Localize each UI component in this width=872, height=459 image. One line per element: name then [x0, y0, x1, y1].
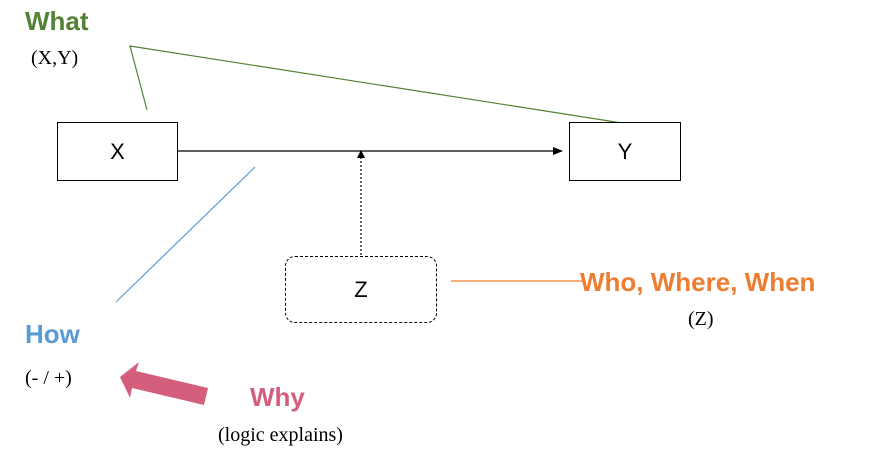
why-subtitle: (logic explains)	[218, 424, 343, 446]
how-subtitle: (- / +)	[25, 367, 72, 389]
y-node: Y	[569, 122, 681, 181]
how-title: How	[25, 319, 80, 349]
x-node: X	[57, 122, 178, 181]
who-subtitle: (Z)	[688, 308, 714, 330]
why-arrow	[120, 362, 208, 405]
z-node: Z	[285, 256, 437, 323]
what-title: What	[25, 6, 89, 36]
z-node-label: Z	[354, 276, 368, 302]
z-arrowhead	[357, 150, 365, 158]
what-subtitle: (X,Y)	[31, 47, 79, 69]
how-connector	[115, 166, 256, 303]
y-node-label: Y	[617, 138, 633, 164]
what-connector	[129, 45, 623, 124]
x-node-label: X	[110, 138, 125, 164]
who-title: Who, Where, When	[580, 267, 816, 297]
why-title: Why	[250, 382, 305, 412]
